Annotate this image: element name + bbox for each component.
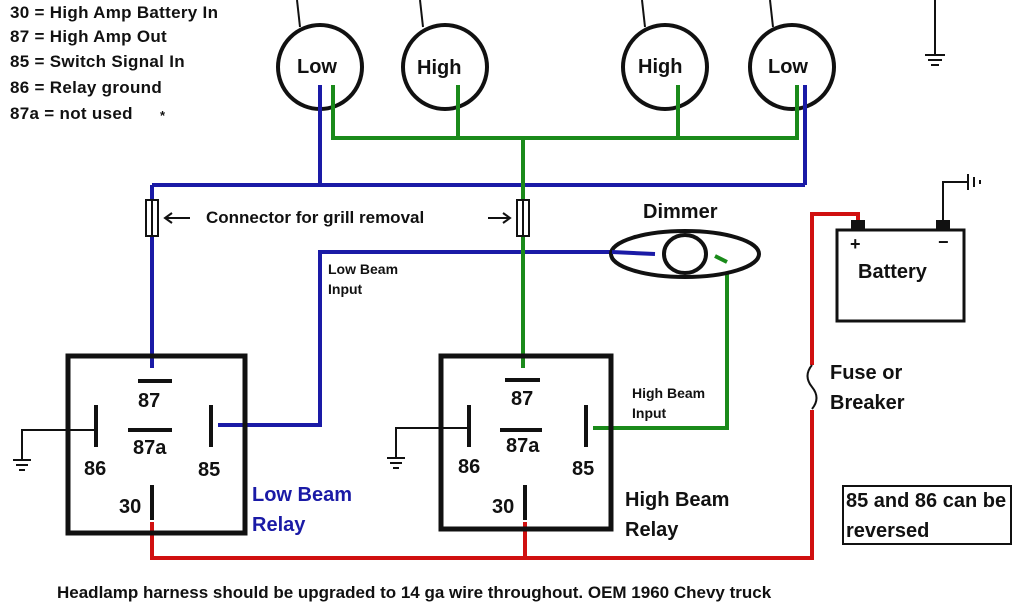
high-relay-pin-87a: 87a [506,435,540,457]
high-relay-pin-30: 30 [492,496,515,518]
note-text: 85 and 86 can be reversed [846,490,1007,542]
legend-line-87: 87 = High Amp Out [10,27,168,46]
high-beam-relay [387,353,614,532]
low-beam-input-label: Low Beam Input [328,261,399,297]
high-relay-pin-87: 87 [511,388,534,410]
legend-asterisk: * [160,108,166,123]
low-beam-relay [13,353,248,536]
high-beam-relay-label: High Beam Relay [625,489,730,541]
legend-line-87a: 87a = not used [10,104,133,123]
battery-icon [835,228,966,323]
headlamp-label-high-left: High [417,57,462,79]
low-relay-pin-86: 86 [84,458,107,480]
low-relay-pin-85: 85 [198,459,221,481]
battery-label: Battery [858,261,927,283]
high-relay-pin-85: 85 [572,458,595,480]
headlamp-low-right [748,23,836,111]
fuse-label: Fuse or Breaker [830,362,905,414]
low-relay-pin-87a: 87a [133,437,167,459]
legend-line-85: 85 = Switch Signal In [10,52,185,71]
battery-terminals [851,220,950,231]
low-beam-relay-label: Low Beam Relay [252,484,353,536]
headlamp-leads [296,0,774,28]
headlamp-label-high-right: High [638,56,683,78]
battery-plus: + [850,234,861,254]
headlamp-high-left [401,23,489,111]
ground-icon [925,0,945,66]
dimmer-switch-icon [609,229,761,279]
low-relay-pin-87: 87 [138,390,161,412]
headlamp-label-low-right: Low [768,56,808,78]
battery-ground-icon [942,174,981,220]
fuse-icon [806,364,818,410]
note-box [842,485,1012,545]
headlamp-label-low-left: Low [297,56,337,78]
headlamp-high-right [621,23,709,111]
battery-minus: − [938,232,949,252]
high-beam-input-label: High Beam Input [632,385,706,421]
connector-arrows [163,212,512,224]
low-relay-pin-30: 30 [119,496,142,518]
dimmer-label: Dimmer [643,201,718,223]
legend-line-30: 30 = High Amp Battery In [10,3,219,22]
high-beam-wires [331,85,799,430]
high-relay-pin-86: 86 [458,456,481,478]
ground-icon [13,459,31,471]
ground-icon [387,457,405,469]
connector-label: Connector for grill removal [206,208,425,227]
legend-line-86: 86 = Relay ground [10,78,163,97]
footer-note: Headlamp harness should be upgraded to 1… [57,583,772,602]
